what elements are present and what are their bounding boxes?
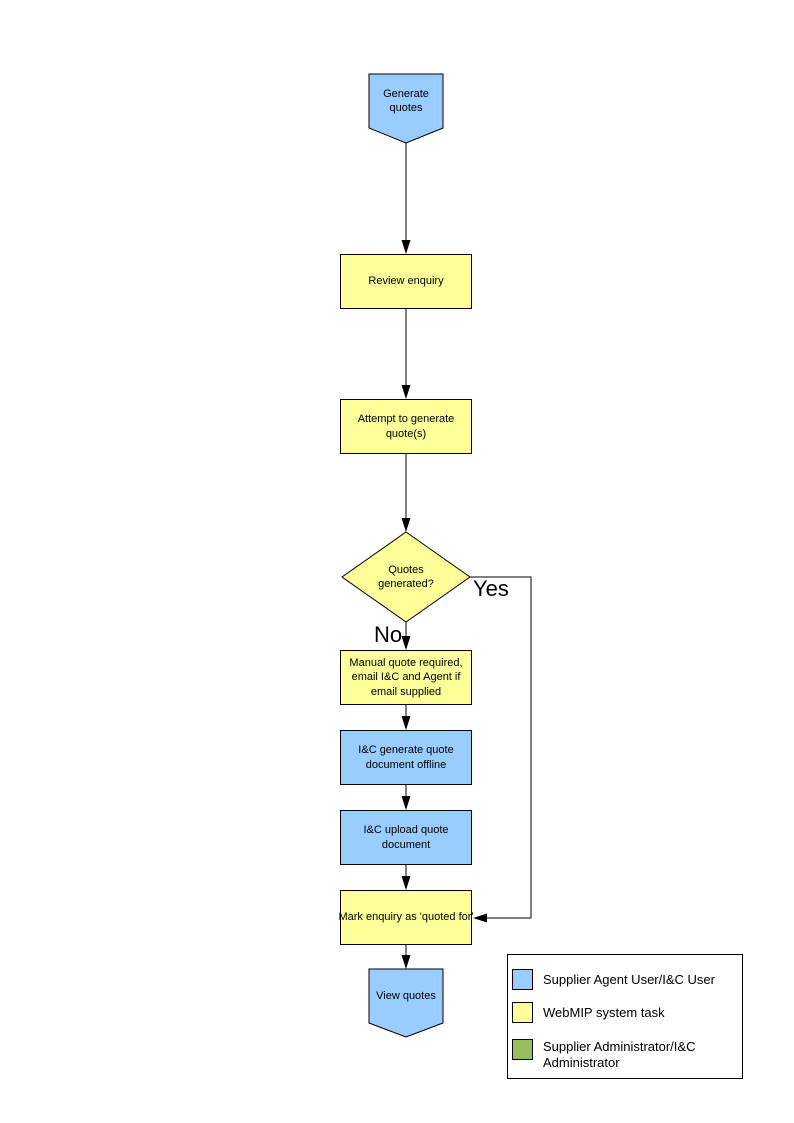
arrowhead-start-review <box>401 240 411 254</box>
arrowhead-yes-mark <box>473 913 487 923</box>
legend-label-system-task: WebMIP system task <box>543 1004 665 1020</box>
start-pentagon-shape <box>368 73 444 144</box>
arrowhead-icgen-icupload <box>401 796 411 810</box>
decision-node-label: Quotes generated? <box>378 563 434 590</box>
arrowhead-review-attempt <box>401 385 411 399</box>
edge-decision-yes-mark <box>470 576 532 919</box>
flow-node-review: Review enquiry <box>340 254 472 309</box>
legend-swatch-yellow <box>512 1002 533 1023</box>
end-pentagon-shape <box>368 968 444 1038</box>
start-node-label: Generate quotes <box>383 87 429 114</box>
legend-box: Supplier Agent User/I&C User WebMIP syst… <box>507 954 743 1079</box>
flow-node-icupload-label: I&C upload quote document <box>363 824 449 851</box>
branch-label-yes: Yes <box>473 576 509 601</box>
legend-row-agent-user: Supplier Agent User/I&C User <box>512 969 728 990</box>
flow-node-manual: Manual quote required, email I&C and Age… <box>340 650 472 705</box>
legend-swatch-blue <box>512 969 533 990</box>
flow-node-mark: Mark enquiry as 'quoted for' <box>338 890 474 945</box>
legend-label-administrator: Supplier Administrator/I&C Administrator <box>543 1039 696 1070</box>
flow-node-mark-label: Mark enquiry as 'quoted for' <box>338 911 474 924</box>
flow-node-review-label: Review enquiry <box>368 275 444 288</box>
flow-node-attempt-label: Attempt to generate quote(s) <box>357 413 455 440</box>
arrowhead-mark-end <box>401 955 411 969</box>
arrowhead-decision-manual <box>401 636 411 650</box>
arrowhead-attempt-decision <box>401 518 411 532</box>
end-node-label: View quotes <box>376 989 436 1002</box>
flow-node-icgen-label: I&C generate quote document offline <box>358 744 454 771</box>
flow-node-attempt: Attempt to generate quote(s) <box>340 399 472 454</box>
branch-label-no: No <box>374 622 403 647</box>
arrowhead-icupload-mark <box>401 876 411 890</box>
flow-node-icgen: I&C generate quote document offline <box>340 730 472 785</box>
legend-swatch-green <box>512 1039 533 1060</box>
legend-label-agent-user: Supplier Agent User/I&C User <box>543 971 715 987</box>
flow-node-icupload: I&C upload quote document <box>340 810 472 865</box>
legend-row-administrator: Supplier Administrator/I&C Administrator <box>512 1039 728 1071</box>
arrowhead-manual-icgen <box>401 716 411 730</box>
legend-row-system-task: WebMIP system task <box>512 1002 728 1023</box>
flow-node-manual-label: Manual quote required, email I&C and Age… <box>349 657 463 698</box>
